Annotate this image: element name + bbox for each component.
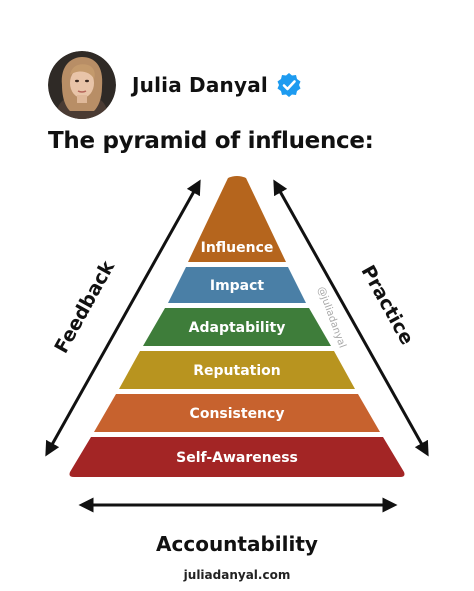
pyramid-label-reputation: Reputation [193,363,280,379]
page-title: The pyramid of influence: [48,128,374,154]
practice-arrow [273,179,429,457]
footer-url[interactable]: juliadanyal.com [183,568,291,582]
pyramid-level-impact [168,267,306,303]
pyramid-label-influence: Influence [201,240,274,256]
avatar[interactable] [48,51,116,119]
pyramid-level-influence [188,176,286,262]
pyramid-label-adaptability: Adaptability [189,320,286,336]
avatar-portrait [48,51,116,119]
verified-badge-icon [276,72,302,98]
author-name: Julia Danyal [132,73,268,97]
accountability-label: Accountability [156,532,318,556]
author-header: Julia Danyal [48,50,302,120]
practice-label: Practice [357,262,418,349]
pyramid-label-impact: Impact [210,278,265,294]
feedback-arrow [45,179,201,457]
pyramid-label-consistency: Consistency [190,406,285,422]
pyramid-label-self-awareness: Self-Awareness [176,450,298,466]
